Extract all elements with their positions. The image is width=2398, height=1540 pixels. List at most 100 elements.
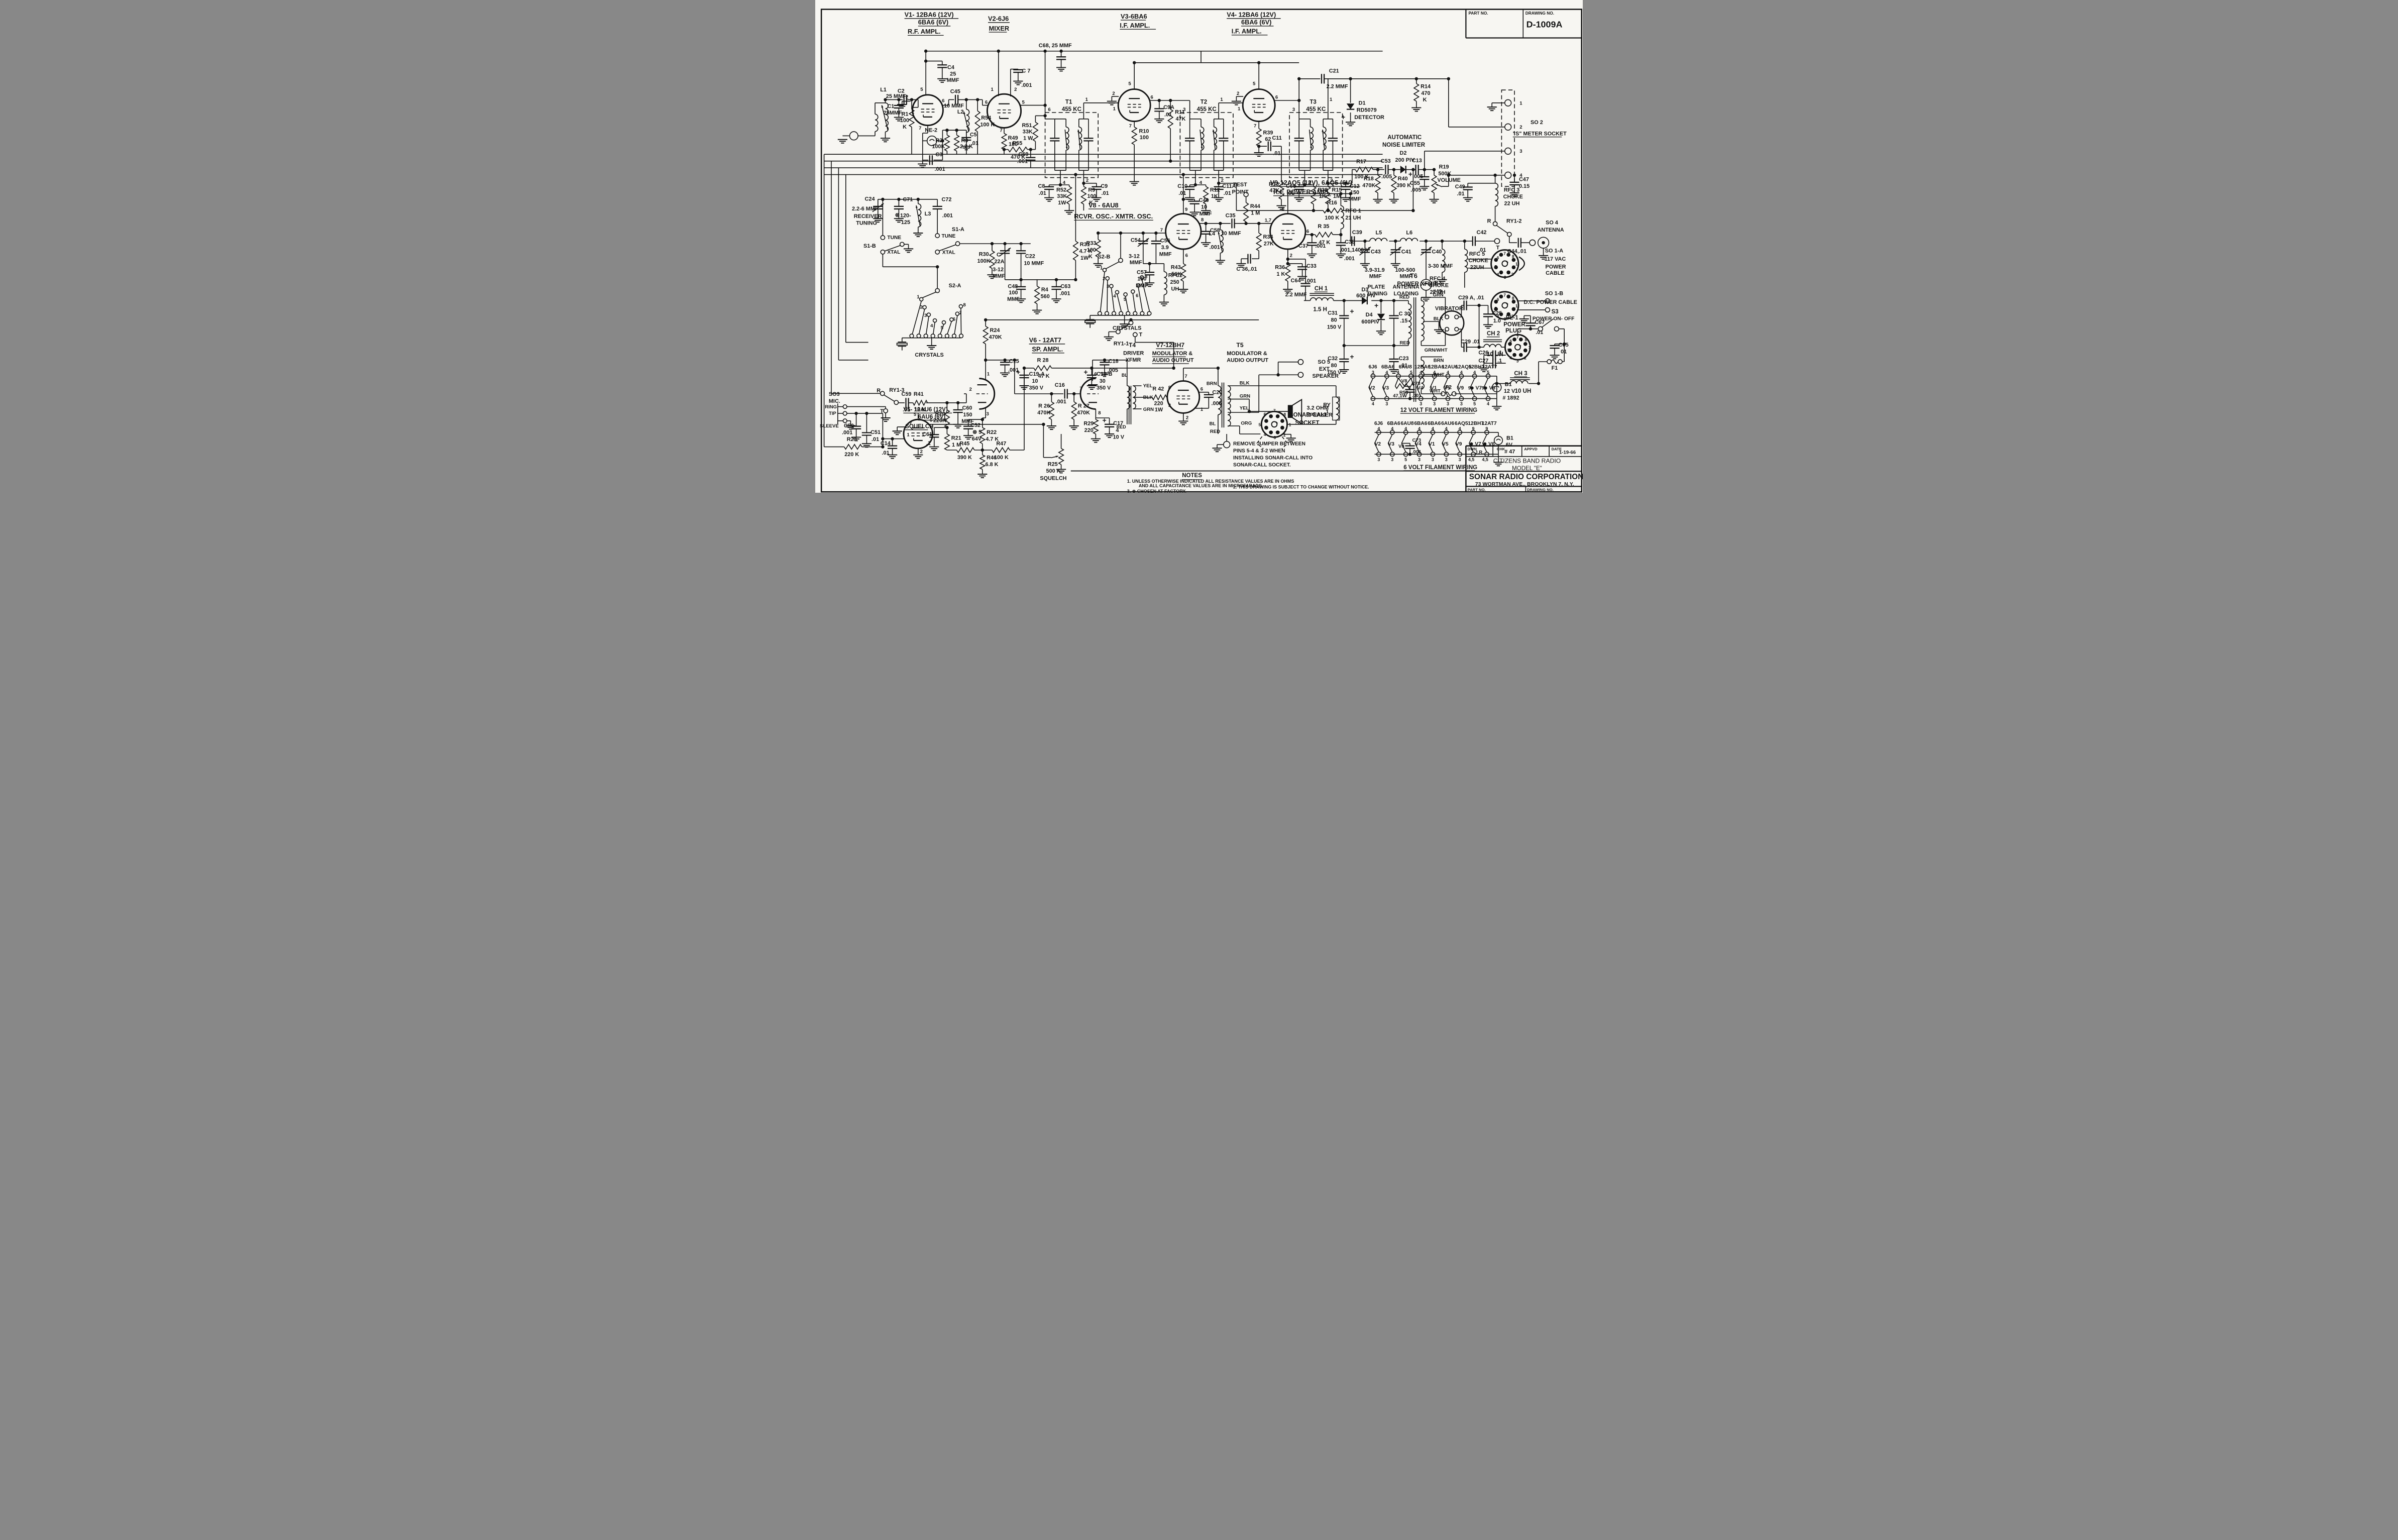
svg-text:C56: C56	[1160, 238, 1170, 244]
date-label: DATE	[1551, 447, 1562, 452]
svg-text:8: 8	[1512, 295, 1514, 300]
svg-text:MMF: MMF	[947, 77, 959, 83]
svg-text:100: 100	[1140, 135, 1149, 141]
drawing-no-bottom: D-1009A	[1529, 492, 1557, 493]
svg-text:.01: .01	[1178, 190, 1186, 196]
svg-text:RY1-1: RY1-1	[1114, 341, 1129, 347]
svg-text:3-30 MMF: 3-30 MMF	[1428, 263, 1453, 269]
svg-text:INSTALLING SONAR-CALL INTO: INSTALLING SONAR-CALL INTO	[1233, 456, 1313, 461]
svg-text:2.2-6 MMF: 2.2-6 MMF	[852, 206, 879, 212]
svg-text:10 UH: 10 UH	[1487, 352, 1503, 358]
svg-text:4: 4	[1418, 426, 1421, 431]
svg-text:3: 3	[1168, 403, 1171, 408]
svg-text:4: 4	[1519, 173, 1522, 178]
company-address: 73 WORTMAN AVE., BROOKLYN 7, N.Y.	[1475, 481, 1574, 487]
note-3: 3. ⊗ CHOSEN AT FACTORY.	[1127, 489, 1186, 493]
svg-text:1: 1	[1519, 101, 1522, 106]
svg-text:ANTENNA: ANTENNA	[1392, 284, 1419, 290]
svg-text:GRN/WHT: GRN/WHT	[1425, 348, 1448, 353]
svg-text:BLK: BLK	[1434, 316, 1444, 321]
svg-text:C23: C23	[1399, 356, 1409, 362]
svg-text:MMF: MMF	[1136, 283, 1148, 289]
svg-text:1: 1	[1326, 409, 1329, 415]
svg-text:# 1892: # 1892	[1502, 395, 1519, 401]
svg-text:R41: R41	[914, 391, 924, 397]
svg-text:L6: L6	[1406, 230, 1412, 236]
svg-text:.01: .01	[1287, 190, 1294, 196]
svg-text:1K: 1K	[1211, 193, 1218, 199]
svg-text:C11A: C11A	[1222, 183, 1236, 189]
svg-text:MMF: MMF	[1349, 196, 1361, 202]
svg-text:4: 4	[1385, 370, 1388, 375]
svg-text:.01: .01	[1400, 363, 1407, 369]
svg-text:YEL: YEL	[1240, 405, 1249, 411]
svg-text:27K: 27K	[1264, 241, 1274, 247]
svg-text:3: 3	[1460, 401, 1463, 406]
svg-text:1 M: 1 M	[952, 442, 961, 448]
svg-text:RFC 4: RFC 4	[1430, 276, 1445, 282]
svg-text:64V: 64V	[972, 436, 982, 442]
svg-text:100: 100	[1087, 193, 1096, 199]
svg-text:2: 2	[1086, 178, 1088, 183]
svg-text:D2: D2	[1400, 150, 1407, 156]
svg-text:V3: V3	[1383, 386, 1389, 391]
svg-text:CH 1: CH 1	[1315, 286, 1328, 292]
svg-text:WHT: WHT	[1430, 388, 1441, 394]
svg-text:4: 4	[1487, 401, 1489, 406]
svg-text:47,1W: 47,1W	[1393, 393, 1407, 399]
svg-text:R33: R33	[1086, 241, 1097, 247]
svg-text:4: 4	[1116, 427, 1119, 433]
svg-text:V5: V5	[1442, 442, 1449, 447]
svg-text:4: 4	[1309, 180, 1312, 186]
svg-text:V2: V2	[1369, 386, 1375, 391]
svg-text:1W: 1W	[1080, 255, 1089, 261]
svg-text:PLATE: PLATE	[1368, 284, 1385, 290]
svg-text:C54: C54	[1131, 237, 1141, 243]
svg-text:4: 4	[1433, 370, 1436, 375]
svg-text:470K: 470K	[1077, 410, 1090, 416]
svg-text:2: 2	[1237, 91, 1239, 96]
svg-text:10 K: 10 K	[914, 407, 926, 413]
svg-text:3.2 OHM: 3.2 OHM	[1307, 405, 1329, 411]
svg-text:3: 3	[1445, 457, 1448, 462]
svg-text:.001: .001	[1008, 367, 1019, 373]
svg-text:220 K: 220 K	[844, 452, 859, 458]
svg-text:600PIV: 600PIV	[1361, 319, 1379, 325]
svg-text:R17: R17	[1356, 159, 1366, 165]
svg-text:C17: C17	[1113, 420, 1123, 426]
svg-text:K: K	[1088, 254, 1093, 260]
notes-heading: NOTES	[1182, 472, 1202, 480]
svg-text:R31: R31	[1080, 242, 1090, 248]
svg-text:1 K: 1 K	[1276, 271, 1285, 277]
svg-text:C45: C45	[950, 89, 960, 95]
svg-text:L1: L1	[880, 87, 887, 93]
svg-text:.01: .01	[871, 436, 879, 443]
svg-text:RED: RED	[1210, 429, 1220, 434]
svg-text:R: R	[877, 388, 881, 394]
svg-text:SO 4: SO 4	[1546, 220, 1558, 226]
svg-text:R30: R30	[979, 251, 989, 257]
svg-text:4: 4	[1432, 426, 1434, 431]
svg-text:.1: .1	[926, 441, 931, 447]
svg-text:.1: .1	[1497, 358, 1502, 364]
svg-text:+: +	[1408, 170, 1412, 178]
svg-text:GRN: GRN	[1143, 407, 1154, 412]
svg-text:F1: F1	[1552, 365, 1558, 371]
svg-text:C10: C10	[1177, 183, 1187, 189]
svg-text:5: 5	[1507, 348, 1510, 353]
svg-text:8: 8	[1145, 274, 1148, 280]
svg-text:BL: BL	[1210, 421, 1216, 427]
svg-text:T2: T2	[1201, 99, 1207, 105]
svg-text:T6: T6	[1410, 272, 1418, 280]
svg-text:C: C	[997, 252, 1001, 258]
svg-text:.01: .01	[1102, 190, 1109, 196]
svg-text:C9: C9	[1101, 183, 1108, 189]
svg-text:C33: C33	[1306, 263, 1317, 269]
svg-text:V6 - 12AT7: V6 - 12AT7	[1029, 337, 1061, 344]
svg-text:REMOVE JUMPER BETWEEN: REMOVE JUMPER BETWEEN	[1233, 441, 1305, 447]
svg-text:R21: R21	[951, 435, 961, 442]
svg-text:SO3: SO3	[829, 391, 840, 397]
svg-text:1: 1	[987, 372, 990, 377]
svg-text:2: 2	[920, 449, 923, 455]
note-1: 1. UNLESS OTHERWISE INDICATED ALL RESIST…	[1127, 478, 1294, 484]
